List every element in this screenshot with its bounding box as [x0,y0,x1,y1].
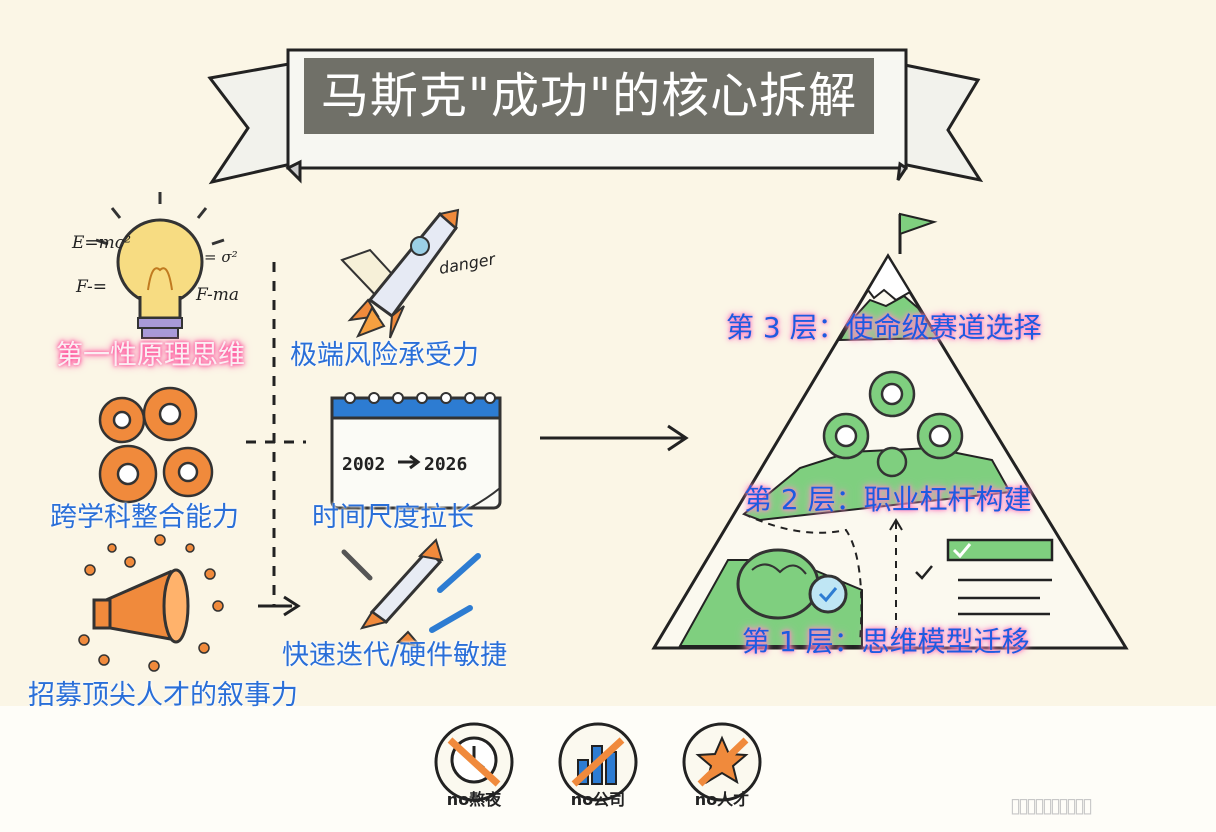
formula-4: F-ma [195,285,239,305]
trait-long-timescale: 时间尺度拉长 [312,502,474,533]
calendar-icon [330,392,502,510]
pyramid-top-green [838,294,940,342]
calendar-from-year: 2002 [342,454,385,475]
pyramid-gears-icon [822,370,964,478]
people-crowd [78,534,224,672]
pyramid [651,212,1129,650]
formula-2: F-= [75,277,107,297]
no-overtime-icon [434,722,514,802]
no-talent-label: no人才 [694,790,750,809]
dashed-connectors [246,262,306,606]
lightbulb-icon [95,192,225,339]
calendar-to-year: 2026 [424,454,467,475]
no-company-icon [558,722,638,802]
checklist-icon [915,538,1054,616]
pyramid-layer-3: 第 3 层：使命级赛道选择 [726,311,1042,344]
pyramid-layer-1: 第 1 层：思维模型迁移 [742,625,1030,658]
trait-extreme-risk: 极端风险承受力 [290,340,479,371]
pyramid-layer-2: 第 2 层：职业杠杆构建 [744,483,1032,516]
trait-cross-disciplinary: 跨学科整合能力 [50,502,239,533]
ribbon-right-tail [898,62,984,183]
pyramid-snowcap [866,254,912,302]
page-title: 马斯克"成功"的核心拆解 [304,58,874,134]
rocket-danger-tag: danger [437,249,498,278]
formula-3: = σ² [204,248,238,266]
flag-icon [899,212,938,236]
gears-icon [98,386,214,504]
trait-fast-iteration: 快速迭代/硬件敏捷 [282,640,508,671]
formula-1: E=mc² [71,233,131,253]
trait-talent-narrative: 招募顶尖人才的叙事力 [28,680,298,711]
trait-first-principles: 第一性原理思维 [56,340,245,371]
no-talent-icon [682,722,762,802]
tools-rocket-icon [341,538,481,648]
no-company-label: no公司 [570,790,626,809]
watermark: ▯▯▯▯▯▯▯▯▯▯ [1010,793,1093,817]
rocket-icon [340,208,460,339]
megaphone-icon [92,568,190,644]
brain-icon [736,548,848,620]
bottom-icons-svg [434,722,762,802]
ribbon-left-tail [207,60,302,185]
no-overtime-label: no熬夜 [446,790,502,809]
pyramid-mid-green [742,446,1012,522]
